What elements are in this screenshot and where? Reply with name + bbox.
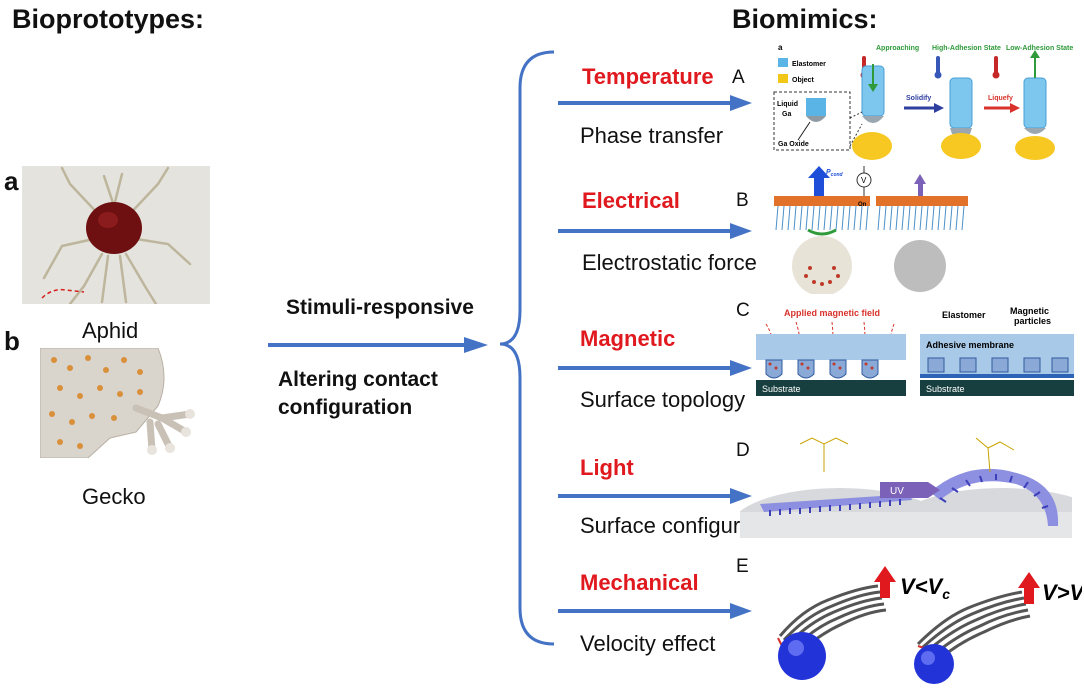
stimulus-temperature: Temperature	[582, 64, 714, 89]
panel-letter-b: B	[736, 190, 749, 211]
thermometer-cold-icon	[934, 56, 942, 79]
legend-object: Object	[792, 77, 814, 84]
main-arrow	[268, 337, 488, 353]
panel-e-illustration: V<Vc V>Vc	[777, 566, 1082, 684]
legend-elastomer: Elastomer	[792, 61, 826, 68]
inset-box	[773, 91, 851, 151]
uv-arrow	[880, 482, 940, 498]
arrow-light	[558, 488, 752, 504]
legend-elastomer-swatch	[778, 58, 788, 67]
velocity-greater-label: V>Vc	[1042, 580, 1082, 608]
label-a: a	[4, 166, 19, 196]
biomimics-heading: Biomimics:	[732, 4, 878, 34]
mechanism-phase-transfer: Phase transfer	[580, 123, 724, 148]
aphid-photo	[22, 166, 210, 304]
vc-sub-left: c	[942, 586, 950, 602]
label-b: b	[4, 326, 20, 356]
mechanism-surface-topology: Surface topology	[580, 387, 746, 412]
panel-letter-d: D	[736, 440, 750, 461]
mechanism-velocity-effect: Velocity effect	[580, 631, 716, 656]
panel-b-illustration: Pcond V On	[774, 166, 968, 294]
applied-field-label: Applied magnetic field	[784, 308, 880, 318]
pcond-sub: cond	[831, 172, 844, 178]
stimulus-mechanical: Mechanical	[580, 570, 699, 595]
panel-d-illustration: UV	[740, 437, 1072, 538]
inset-ga: Ga	[782, 111, 791, 118]
voltmeter-label: V	[861, 176, 867, 185]
pcond-p: P	[826, 169, 831, 176]
elastomer-label: Elastomer	[942, 310, 986, 320]
curly-brace	[499, 50, 555, 646]
mechanism-electrostatic-force: Electrostatic force	[582, 250, 757, 275]
vc-right: V	[1070, 580, 1082, 605]
gecko-caption: Gecko	[82, 484, 146, 509]
state-low-adhesion: Low-Adhesion State	[1006, 45, 1073, 52]
gecko-photo	[40, 348, 195, 458]
inset-liquid: Liquid	[777, 101, 798, 108]
step-solidify: Solidify	[906, 95, 931, 102]
panel-letter-c: C	[736, 300, 750, 321]
state-approaching: Approaching	[876, 45, 919, 52]
op-left: <	[915, 574, 928, 599]
magnetic-particles-line1: Magnetic	[1010, 306, 1049, 316]
panel-letter-e: E	[736, 556, 749, 577]
state-high-adhesion: High-Adhesion State	[932, 45, 1001, 52]
op-right: >	[1057, 580, 1070, 605]
switch-on-label: On	[858, 202, 867, 208]
stimuli-responsive-label: Stimuli-responsive	[286, 296, 474, 319]
stimulus-light: Light	[580, 455, 634, 480]
v-left: V	[900, 574, 917, 599]
panel-a-illustration: a Approaching High-Adhesion State Low-Ad…	[773, 43, 1073, 160]
vc-left: V	[928, 574, 945, 599]
inset-ga-oxide: Ga Oxide	[778, 141, 809, 148]
velocity-less-label: V<Vc	[900, 574, 950, 602]
legend-object-swatch	[778, 74, 788, 83]
bioprototypes-heading: Bioprototypes:	[12, 4, 204, 34]
configuration-label: configuration	[278, 396, 413, 419]
v-right: V	[1042, 580, 1059, 605]
svg-text:Pcond: Pcond	[826, 169, 844, 178]
arrow-electrical	[558, 223, 752, 239]
stimulus-magnetic: Magnetic	[580, 326, 676, 351]
uv-label: UV	[890, 486, 904, 497]
stimulus-electrical: Electrical	[582, 188, 680, 213]
thermometer-hot2-icon	[992, 56, 1000, 79]
arrow-mechanical	[558, 603, 752, 619]
step-liquefy: Liquefy	[988, 95, 1013, 102]
panel-a-tag: a	[778, 43, 783, 52]
adhesive-membrane-label: Adhesive membrane	[926, 340, 1014, 350]
arrow-magnetic	[558, 360, 752, 376]
substrate-label-left: Substrate	[762, 384, 801, 394]
aphid-caption: Aphid	[82, 318, 139, 343]
magnetic-particles-line2: particles	[1014, 316, 1051, 326]
panel-letter-a: A	[732, 67, 745, 88]
substrate-label-right: Substrate	[926, 384, 965, 394]
panel-c-illustration: Applied magnetic field Substrate Elastom…	[756, 306, 1074, 396]
altering-contact-label: Altering contact	[278, 368, 438, 391]
arrow-temperature	[558, 95, 752, 111]
